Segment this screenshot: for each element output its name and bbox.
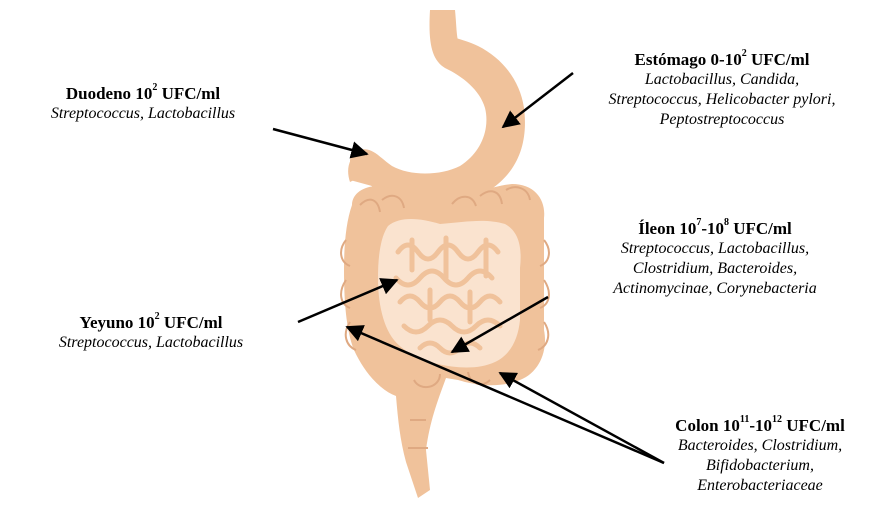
estomago-title: Estómago 0-102 UFC/ml <box>572 50 872 70</box>
label-colon: Colon 1011-1012 UFC/ml Bacteroides, Clos… <box>644 416 876 496</box>
duodeno-base: 10 <box>135 84 152 103</box>
label-duodeno: Duodeno 102 UFC/ml Streptococcus, Lactob… <box>8 84 278 124</box>
ileon-name: Íleon <box>638 219 675 238</box>
ileon-base1: 10 <box>679 219 696 238</box>
duodeno-name: Duodeno <box>66 84 131 103</box>
colon-base1: 10 <box>723 416 740 435</box>
ileon-title: Íleon 107-108 UFC/ml <box>570 219 860 239</box>
estomago-exp: 2 <box>742 48 747 59</box>
arrow-duodeno <box>273 129 367 154</box>
colon-bacteria-1: Bacteroides, Clostridium, <box>644 436 876 456</box>
estomago-bacteria-3: Peptostreptococcus <box>572 110 872 130</box>
colon-exp1: 11 <box>740 414 749 425</box>
stomach-body <box>348 10 521 202</box>
duodeno-exp: 2 <box>152 82 157 93</box>
estomago-prefix: 0- <box>711 50 725 69</box>
estomago-base: 10 <box>725 50 742 69</box>
ileon-bacteria-1: Streptococcus, Lactobacillus, <box>570 239 860 259</box>
yeyuno-unit: UFC/ml <box>164 313 223 332</box>
small-intestine-shape <box>378 219 521 368</box>
ileon-base2: 10 <box>707 219 724 238</box>
colon-title: Colon 1011-1012 UFC/ml <box>644 416 876 436</box>
label-yeyuno: Yeyuno 102 UFC/ml Streptococcus, Lactoba… <box>20 313 282 353</box>
yeyuno-base: 10 <box>138 313 155 332</box>
colon-bacteria-3: Enterobacteriaceae <box>644 476 876 496</box>
colon-name: Colon <box>675 416 718 435</box>
label-ileon: Íleon 107-108 UFC/ml Streptococcus, Lact… <box>570 219 860 299</box>
arrow-colon-right <box>500 373 664 463</box>
ileon-unit: UFC/ml <box>733 219 792 238</box>
ileon-bacteria-2: Clostridium, Bacteroides, <box>570 259 860 279</box>
duodeno-bacteria: Streptococcus, Lactobacillus <box>8 104 278 124</box>
yeyuno-exp: 2 <box>155 311 160 322</box>
colon-base2: 10 <box>755 416 772 435</box>
colon-bacteria-2: Bifidobacterium, <box>644 456 876 476</box>
yeyuno-bacteria: Streptococcus, Lactobacillus <box>20 333 282 353</box>
colon-exp2: 12 <box>772 414 782 425</box>
label-estomago: Estómago 0-102 UFC/ml Lactobacillus, Can… <box>572 50 872 130</box>
yeyuno-name: Yeyuno <box>80 313 134 332</box>
estomago-name: Estómago <box>635 50 707 69</box>
estomago-bacteria-2: Streptococcus, Helicobacter pylori, <box>572 90 872 110</box>
ileon-exp2: 8 <box>724 217 729 228</box>
estomago-unit: UFC/ml <box>751 50 810 69</box>
duodeno-unit: UFC/ml <box>162 84 221 103</box>
ileon-bacteria-3: Actinomycinae, Corynebacteria <box>570 279 860 299</box>
estomago-bacteria-1: Lactobacillus, Candida, <box>572 70 872 90</box>
duodeno-title: Duodeno 102 UFC/ml <box>8 84 278 104</box>
colon-unit: UFC/ml <box>786 416 845 435</box>
yeyuno-title: Yeyuno 102 UFC/ml <box>20 313 282 333</box>
